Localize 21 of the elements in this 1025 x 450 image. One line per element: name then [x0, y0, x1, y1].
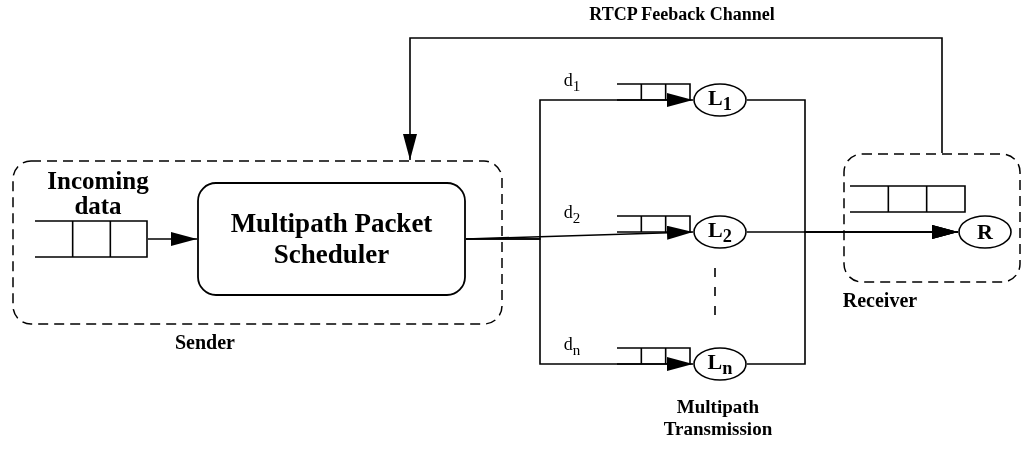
link-ellipse [693, 347, 747, 381]
caption-label: Multipath Transmission [662, 396, 774, 440]
process-box [197, 182, 466, 296]
delay-label: d$_{n}$ [562, 334, 582, 359]
group-label: Sender [174, 331, 236, 353]
queue-label: Incoming data [46, 168, 150, 218]
arrow [746, 225, 959, 365]
delay-label: d$_{2}$ [562, 202, 582, 227]
link-ellipse [958, 215, 1012, 249]
arrow [147, 232, 198, 246]
node-label: L$_{1}$ [708, 84, 732, 116]
link-ellipse [693, 215, 747, 249]
delay-label: d$_{1}$ [562, 70, 582, 95]
node-label: R [977, 219, 993, 245]
arrow [465, 238, 694, 371]
arrow [403, 37, 943, 161]
node-label: L$_{2}$ [708, 216, 732, 248]
node-label: L$_{n}$ [707, 348, 733, 380]
node-label: Multipath Packet Scheduler [229, 207, 434, 271]
group-label: Receiver [841, 289, 919, 311]
link-ellipse [693, 83, 747, 117]
